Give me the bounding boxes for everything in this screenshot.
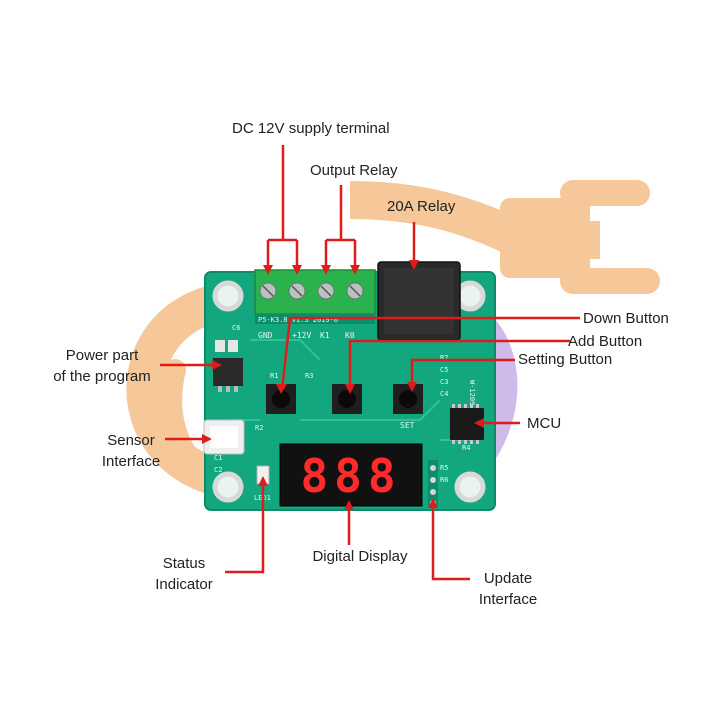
label-power-part: Power part of the program	[46, 345, 158, 387]
label-update-line1: Update	[483, 570, 533, 587]
label-sensor-line1: Sensor	[107, 432, 155, 449]
mounting-holes	[212, 280, 486, 503]
pcb-label-c5: C5	[440, 366, 448, 374]
arrowheads	[202, 260, 484, 510]
pcb-label-k0: K0	[345, 331, 355, 340]
leader-lines	[160, 145, 580, 581]
pcb-label-r7: R7	[440, 354, 448, 362]
label-power-part-line2: of the program	[53, 368, 151, 385]
pcb-label-r5: R5	[440, 464, 448, 472]
label-digital-display: Digital Display	[312, 548, 408, 565]
pcb-model: W-1209 V1.3	[468, 380, 476, 426]
pcb-label-c6: C6	[232, 324, 240, 332]
label-20a-relay: 20A Relay	[387, 198, 456, 215]
add-button-part	[332, 384, 362, 414]
label-update-line2: Interface	[478, 591, 538, 608]
label-status-line1: Status	[162, 555, 206, 572]
display-digits: 888	[300, 449, 401, 503]
relay-20a	[377, 261, 461, 341]
pcb-label-c4: C4	[440, 390, 448, 398]
label-down-button: Down Button	[583, 310, 669, 327]
pcb-label-r3: R3	[305, 372, 313, 380]
label-add-button: Add Button	[568, 333, 643, 350]
label-sensor-interface: Sensor Interface	[95, 430, 167, 472]
label-power-part-line1: Power part	[65, 347, 139, 364]
pcb-label-r2: R2	[255, 424, 263, 432]
pcb-label-set: SET	[400, 421, 415, 430]
sensor-connector	[203, 419, 245, 455]
label-output-relay: Output Relay	[310, 162, 398, 179]
digital-display: 888	[279, 443, 423, 507]
terminal-block	[254, 269, 376, 315]
power-regulator	[213, 340, 243, 392]
label-sensor-line2: Interface	[101, 453, 161, 470]
pcb-label-r4: R4	[462, 444, 470, 452]
label-setting-button: Setting Button	[518, 351, 613, 368]
label-mcu: MCU	[527, 415, 562, 432]
watermark-plug	[126, 180, 660, 501]
pcb-label-gnd: GND	[258, 331, 273, 340]
setting-button-part	[393, 384, 423, 414]
label-status-indicator: Status Indicator	[145, 553, 223, 595]
pcb-label-k1: K1	[320, 331, 330, 340]
pcb-label-c3: C3	[440, 378, 448, 386]
pcb-silkscreen-top: P5-K3.8 V1.3 2019-6	[258, 316, 338, 324]
pcb-label-c2: C2	[214, 466, 222, 474]
pcb-label-12v: +12V	[292, 331, 311, 340]
label-dc-supply-terminal: DC 12V supply terminal	[232, 120, 390, 137]
pcb-label-r6: R6	[440, 476, 448, 484]
pcb-label-r1: R1	[270, 372, 278, 380]
pcb-label-c1: C1	[214, 454, 222, 462]
label-update-interface: Update Interface	[472, 568, 544, 610]
label-status-line2: Indicator	[155, 576, 213, 593]
